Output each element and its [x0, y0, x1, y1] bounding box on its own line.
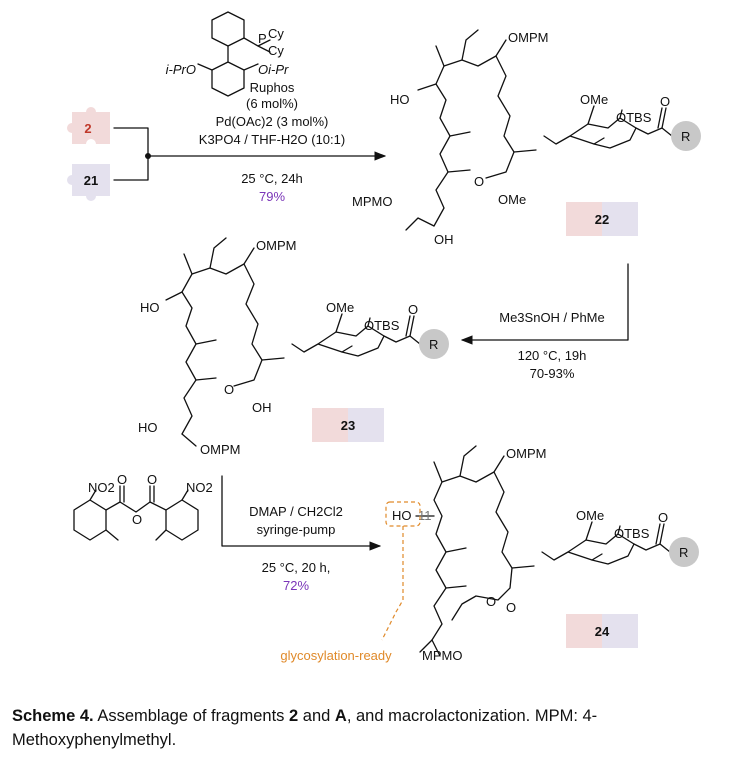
ruphos-structure: P Cy Cy i-PrO Oi-Pr — [166, 11, 289, 97]
glycosylation-annotation: glycosylation-ready — [280, 501, 421, 663]
p24-position-11: 11 — [418, 508, 432, 523]
p22-ome-ester: OMe — [498, 192, 526, 207]
condition-base-solvent: K3PO4 / THF-H2O (10:1) — [199, 132, 345, 147]
p24-carbonyl-label: O — [658, 510, 668, 525]
p22-carbonyl-o: O — [474, 174, 484, 189]
caption-text-3: , and macrolactonization. MPM: 4-Methoxy… — [12, 707, 598, 749]
p24-ompm: OMPM — [506, 446, 546, 461]
mnba-anhydride-structure: NO2 NO2 O O O — [73, 472, 213, 541]
product-23-puzzle: 23 — [312, 408, 384, 442]
join-bracket — [113, 127, 149, 181]
cy-1: Cy — [268, 26, 284, 41]
p24-r-group: R — [679, 545, 688, 560]
p22-otbs: OTBS — [616, 110, 652, 125]
p22-r-group: R — [681, 129, 690, 144]
p23-acid-oh: OH — [252, 400, 272, 415]
p23-ho-lower: HO — [138, 420, 158, 435]
top-conditions: Ruphos (6 mol%) Pd(OAc)2 (3 mol%) K3PO4 … — [199, 80, 345, 204]
condition-ligand: Ruphos — [250, 80, 295, 95]
top-yield: 79% — [259, 189, 285, 204]
product-24-structure: OMPM HO 11 O O MPMO OMe OTBS O R — [392, 445, 700, 663]
macro-addition: syringe-pump — [257, 522, 336, 537]
p22-oh: OH — [434, 232, 454, 247]
fragment-2-label: 2 — [84, 121, 91, 136]
product-22-puzzle: 22 — [566, 202, 638, 236]
glycosylation-note: glycosylation-ready — [280, 648, 392, 663]
caption-fragment-2: 2 — [289, 707, 299, 725]
p23-r-group: R — [429, 337, 438, 352]
p22-ho: HO — [390, 92, 410, 107]
macro-yield: 72% — [283, 578, 309, 593]
p22-carbonyl-label: O — [660, 94, 670, 109]
nitro-2: NO2 — [186, 480, 213, 495]
hydrolysis-temp-time: 120 °C, 19h — [518, 348, 587, 363]
product-23-structure: OMPM HO HO OMPM O OH OMe OTBS O R — [138, 237, 450, 457]
p24-carbonyl-o: O — [506, 600, 516, 615]
condition-catalyst: Pd(OAc)2 (3 mol%) — [216, 114, 329, 129]
product-23-label: 23 — [341, 418, 355, 433]
reaction-scheme: 2 21 P Cy Cy i-PrO Oi-Pr Ruphos (6 mol%)… — [67, 11, 702, 663]
p24-lactone-o: O — [486, 594, 496, 609]
p22-ompm: OMPM — [508, 30, 548, 45]
cy-2: Cy — [268, 43, 284, 58]
p23-otbs: OTBS — [364, 318, 400, 333]
OiPr-label: Oi-Pr — [258, 62, 289, 77]
caption-text-1: Assemblage of fragments — [93, 707, 289, 725]
hydrolysis-yield: 70-93% — [530, 366, 575, 381]
macro-reagents: DMAP / CH2Cl2 — [249, 504, 343, 519]
phosphorus-label: P — [258, 31, 267, 46]
middle-conditions: Me3SnOH / PhMe 120 °C, 19h 70-93% — [499, 310, 605, 381]
anhydride-o-1: O — [117, 472, 127, 487]
product-22-structure: OMPM HO MPMO OH O OMe OMe OTBS O R — [352, 29, 702, 247]
p22-mpmo: MPMO — [352, 194, 392, 209]
caption-text-2: and — [298, 707, 335, 725]
p24-otbs: OTBS — [614, 526, 650, 541]
caption-lead: Scheme 4. — [12, 707, 94, 725]
anhydride-o-2: O — [147, 472, 157, 487]
p23-ho: HO — [140, 300, 160, 315]
p24-ome: OMe — [576, 508, 604, 523]
product-22-label: 22 — [595, 212, 609, 227]
condition-ligand-loading: (6 mol%) — [246, 96, 298, 111]
p23-ompm: OMPM — [256, 238, 296, 253]
iPrO-label: i-PrO — [166, 62, 196, 77]
p23-ompm-lower: OMPM — [200, 442, 240, 457]
product-24-label: 24 — [595, 624, 610, 639]
product-24-puzzle: 24 — [566, 614, 638, 648]
p23-ome: OMe — [326, 300, 354, 315]
fragment-21-label: 21 — [84, 173, 98, 188]
p24-mpmo: MPMO — [422, 648, 462, 663]
macro-temp-time: 25 °C, 20 h, — [262, 560, 331, 575]
p24-ho: HO — [392, 508, 412, 523]
p22-ome: OMe — [580, 92, 608, 107]
caption-fragment-a: A — [334, 707, 347, 725]
fragment-21-puzzle-piece: 21 — [67, 164, 110, 201]
p23-carbonyl-label: O — [408, 302, 418, 317]
fragment-2-puzzle-piece: 2 — [67, 107, 110, 149]
top-temp-time: 25 °C, 24h — [241, 171, 303, 186]
hydrolysis-reagents: Me3SnOH / PhMe — [499, 310, 605, 325]
anhydride-bridge-o: O — [132, 512, 142, 527]
scheme-caption: Scheme 4. Assemblage of fragments 2 and … — [12, 704, 737, 752]
nitro-1: NO2 — [88, 480, 115, 495]
p23-carbonyl-o: O — [224, 382, 234, 397]
bottom-conditions: DMAP / CH2Cl2 syringe-pump 25 °C, 20 h, … — [249, 504, 343, 593]
